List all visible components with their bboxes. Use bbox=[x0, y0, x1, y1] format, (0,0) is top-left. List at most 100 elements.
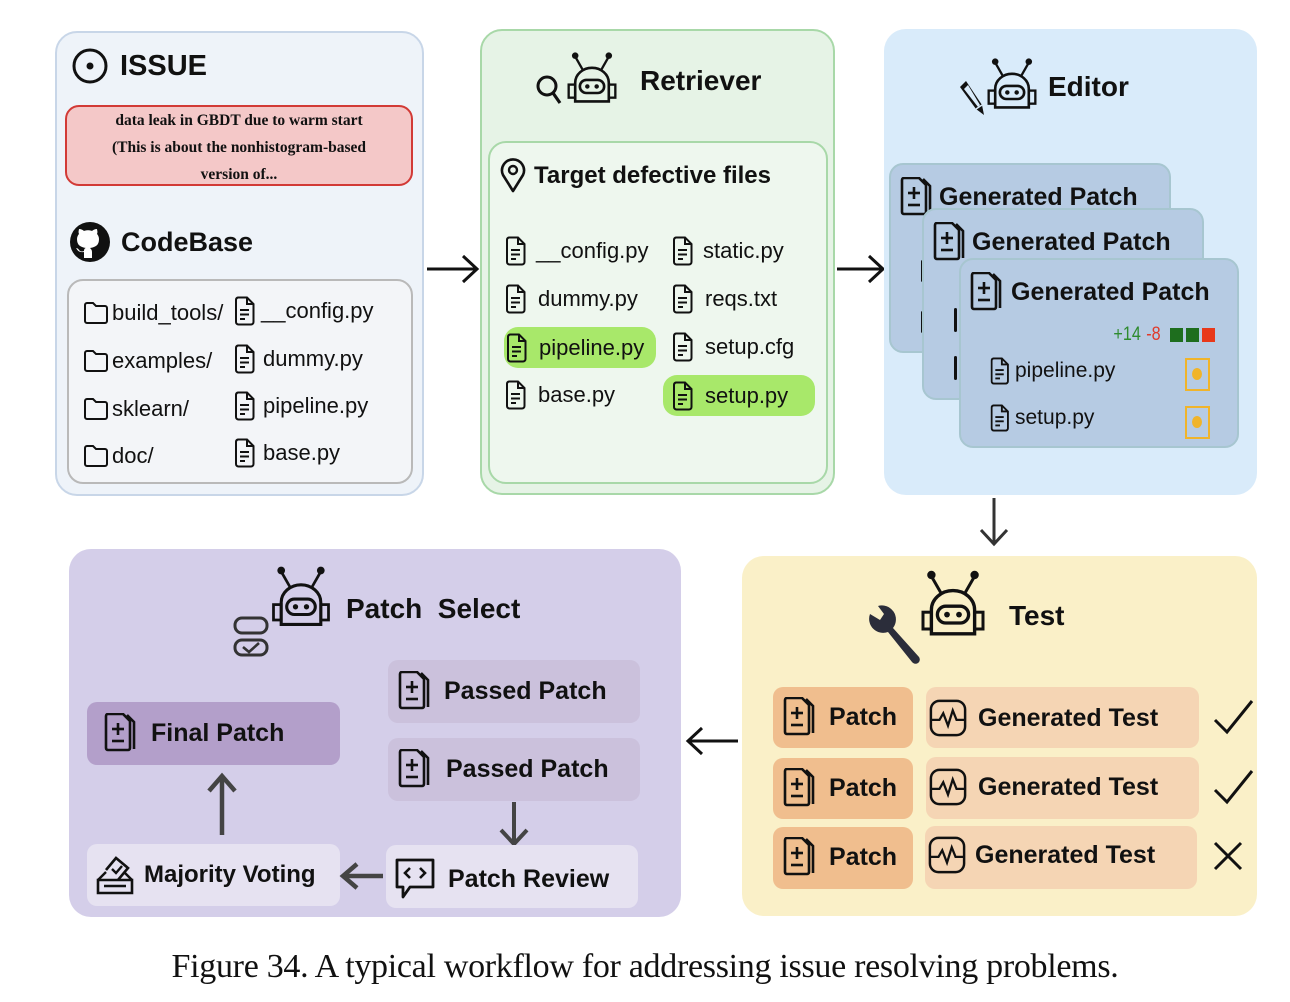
patch-review-chip[interactable]: Patch Review bbox=[386, 845, 638, 908]
target-file[interactable]: setup.cfg bbox=[673, 332, 794, 362]
generated-test-chip[interactable]: Generated Test bbox=[925, 826, 1197, 889]
final-patch-chip[interactable]: Final Patch bbox=[87, 702, 340, 765]
test-panel: Test Patch Generated Test Patch Generate… bbox=[742, 556, 1257, 916]
ballot-box-icon bbox=[96, 856, 134, 895]
check-icon bbox=[1213, 700, 1254, 735]
robot-icon bbox=[268, 562, 334, 634]
generated-patch-card-front[interactable]: Generated Patch +14 -8 pipeline.py setup… bbox=[959, 258, 1239, 448]
cross-icon bbox=[1213, 841, 1243, 871]
target-header: Target defective files bbox=[500, 158, 771, 193]
patch-chip[interactable]: Patch bbox=[773, 687, 913, 748]
file-label: setup.py bbox=[1015, 406, 1095, 429]
pencil-icon bbox=[960, 81, 984, 115]
folder-icon bbox=[83, 349, 109, 373]
diff-block-add bbox=[1170, 328, 1183, 342]
pulse-monitor-icon bbox=[929, 699, 967, 737]
file-icon bbox=[673, 284, 693, 314]
arrow-right-icon bbox=[837, 254, 886, 284]
editor-header: Editor bbox=[956, 51, 1129, 119]
file-item[interactable]: base.py bbox=[235, 438, 340, 468]
patch-label: Patch bbox=[829, 702, 898, 731]
patch-chip[interactable]: Patch bbox=[773, 827, 913, 889]
arrow-left-icon bbox=[685, 726, 738, 756]
editor-title: Editor bbox=[1048, 71, 1129, 102]
retriever-header: Retriever bbox=[536, 51, 761, 107]
select-checkbox-icon bbox=[233, 615, 269, 659]
target-file[interactable]: reqs.txt bbox=[673, 284, 777, 314]
modified-status-icon bbox=[1185, 358, 1210, 391]
codebase-title: CodeBase bbox=[121, 226, 254, 257]
code-review-icon bbox=[395, 858, 435, 899]
passed-patch-chip[interactable]: Passed Patch bbox=[388, 660, 640, 723]
folder-item[interactable]: examples/ bbox=[83, 348, 212, 374]
folder-item[interactable]: sklearn/ bbox=[83, 396, 189, 422]
issue-title: ISSUE bbox=[120, 49, 208, 82]
wrench-icon bbox=[866, 604, 920, 666]
pulse-monitor-icon bbox=[928, 836, 966, 874]
file-icon bbox=[673, 236, 693, 266]
majority-voting-label: Majority Voting bbox=[144, 861, 316, 888]
generated-test-chip[interactable]: Generated Test bbox=[926, 757, 1199, 819]
generated-test-chip[interactable]: Generated Test bbox=[926, 687, 1199, 748]
folder-label: doc/ bbox=[112, 443, 154, 468]
file-item[interactable]: dummy.py bbox=[235, 344, 363, 374]
target-title: Target defective files bbox=[534, 162, 771, 189]
patch-icon bbox=[782, 837, 818, 877]
patched-file[interactable]: setup.py bbox=[990, 404, 1094, 432]
arrow-down-icon bbox=[979, 498, 1009, 547]
patched-file[interactable]: pipeline.py bbox=[990, 357, 1115, 385]
file-item[interactable]: pipeline.py bbox=[235, 391, 368, 421]
patch-select-title: Patch Select bbox=[346, 593, 521, 624]
magnifier-icon bbox=[536, 75, 562, 104]
deletions-count: -8 bbox=[1146, 324, 1161, 345]
final-patch-label: Final Patch bbox=[151, 718, 285, 747]
majority-voting-chip[interactable]: Majority Voting bbox=[87, 844, 340, 906]
target-file-highlighted[interactable]: setup.py bbox=[663, 375, 815, 416]
file-label: base.py bbox=[263, 440, 341, 465]
issue-panel: ISSUE data leak in GBDT due to warm star… bbox=[55, 31, 424, 496]
file-icon bbox=[673, 332, 693, 362]
file-label: setup.cfg bbox=[705, 334, 795, 359]
passed-patch-chip[interactable]: Passed Patch bbox=[388, 738, 640, 801]
modified-status-icon bbox=[1185, 406, 1210, 439]
generated-test-label: Generated Test bbox=[978, 703, 1159, 732]
folder-icon bbox=[83, 397, 109, 421]
target-file[interactable]: dummy.py bbox=[506, 284, 638, 314]
file-item[interactable]: __config.py bbox=[235, 296, 374, 326]
file-icon bbox=[235, 438, 255, 468]
robot-icon bbox=[564, 51, 620, 107]
target-file[interactable]: base.py bbox=[506, 380, 615, 410]
patch-icon bbox=[782, 697, 818, 737]
folder-label: sklearn/ bbox=[112, 396, 190, 421]
diff-block-add bbox=[1186, 328, 1199, 342]
file-label: dummy.py bbox=[263, 346, 363, 371]
target-file-highlighted[interactable]: pipeline.py bbox=[504, 327, 656, 368]
test-title: Test bbox=[1009, 600, 1065, 631]
file-label: __config.py bbox=[261, 298, 374, 323]
figure-caption: Figure 34. A typical workflow for addres… bbox=[171, 948, 1119, 985]
target-file[interactable]: __config.py bbox=[506, 236, 649, 266]
patch-icon bbox=[397, 749, 433, 789]
patch-label: Patch bbox=[829, 842, 898, 871]
issue-line: data leak in GBDT due to warm start bbox=[115, 112, 363, 129]
patch-icon bbox=[397, 671, 433, 711]
patch-icon bbox=[782, 768, 818, 808]
patch-select-panel: Patch Select Passed Patch Passed Patch F… bbox=[69, 549, 681, 917]
retriever-title: Retriever bbox=[640, 65, 762, 96]
diff-block-del bbox=[1202, 328, 1215, 342]
file-label: pipeline.py bbox=[1015, 359, 1116, 382]
passed-patch-label: Passed Patch bbox=[446, 754, 609, 783]
patch-card-title: Generated Patch bbox=[972, 227, 1171, 256]
patch-chip[interactable]: Patch bbox=[773, 758, 913, 819]
target-file[interactable]: static.py bbox=[673, 236, 784, 266]
folder-item[interactable]: doc/ bbox=[83, 443, 154, 469]
issue-line: (This is about the nonhistogram-based bbox=[111, 139, 367, 156]
generated-test-label: Generated Test bbox=[975, 840, 1156, 869]
file-label: setup.py bbox=[705, 382, 789, 408]
codebase-header: CodeBase bbox=[69, 221, 253, 263]
file-icon bbox=[506, 380, 526, 410]
generated-test-label: Generated Test bbox=[978, 772, 1159, 801]
file-icon bbox=[990, 357, 1010, 385]
folder-item[interactable]: build_tools/ bbox=[83, 300, 223, 326]
arrow-up-icon bbox=[207, 772, 237, 835]
